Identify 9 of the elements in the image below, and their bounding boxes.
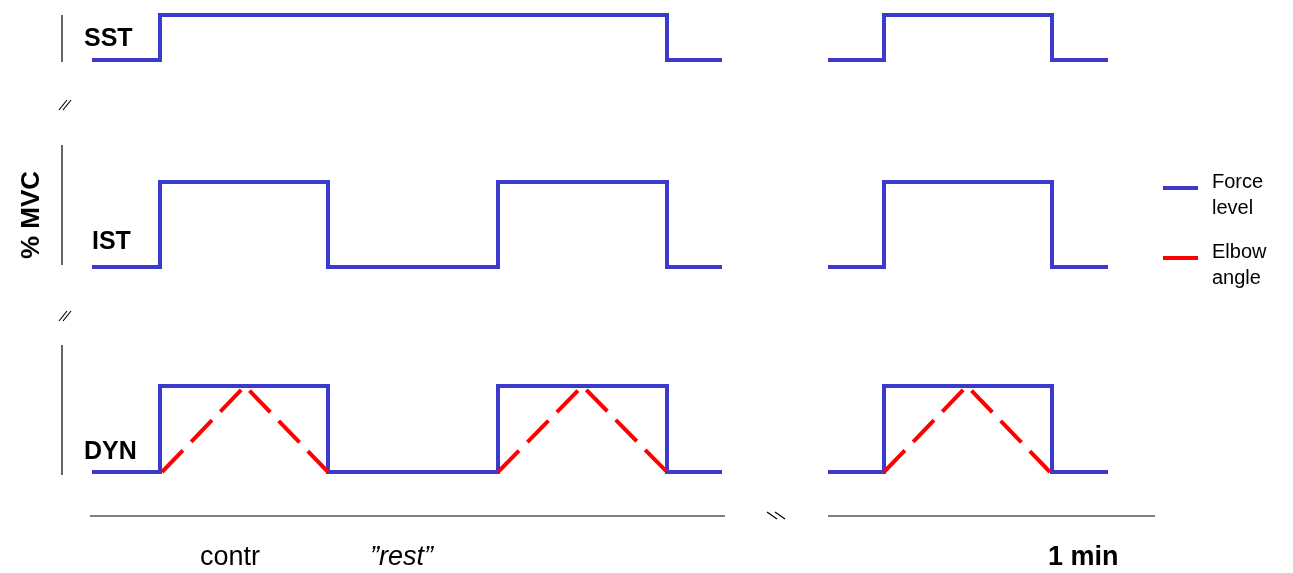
axis-label: contr [200, 543, 261, 570]
legend-label: Elbow angle [1212, 239, 1268, 290]
row-label: DYN [84, 438, 137, 463]
axis-label: % MVC [17, 170, 43, 260]
row-label: IST [92, 228, 131, 253]
axis-label: ”rest” [370, 543, 433, 570]
scale-label: 1 min [1048, 543, 1119, 570]
row-label: SST [84, 25, 133, 50]
legend-label: Force level [1212, 169, 1265, 220]
